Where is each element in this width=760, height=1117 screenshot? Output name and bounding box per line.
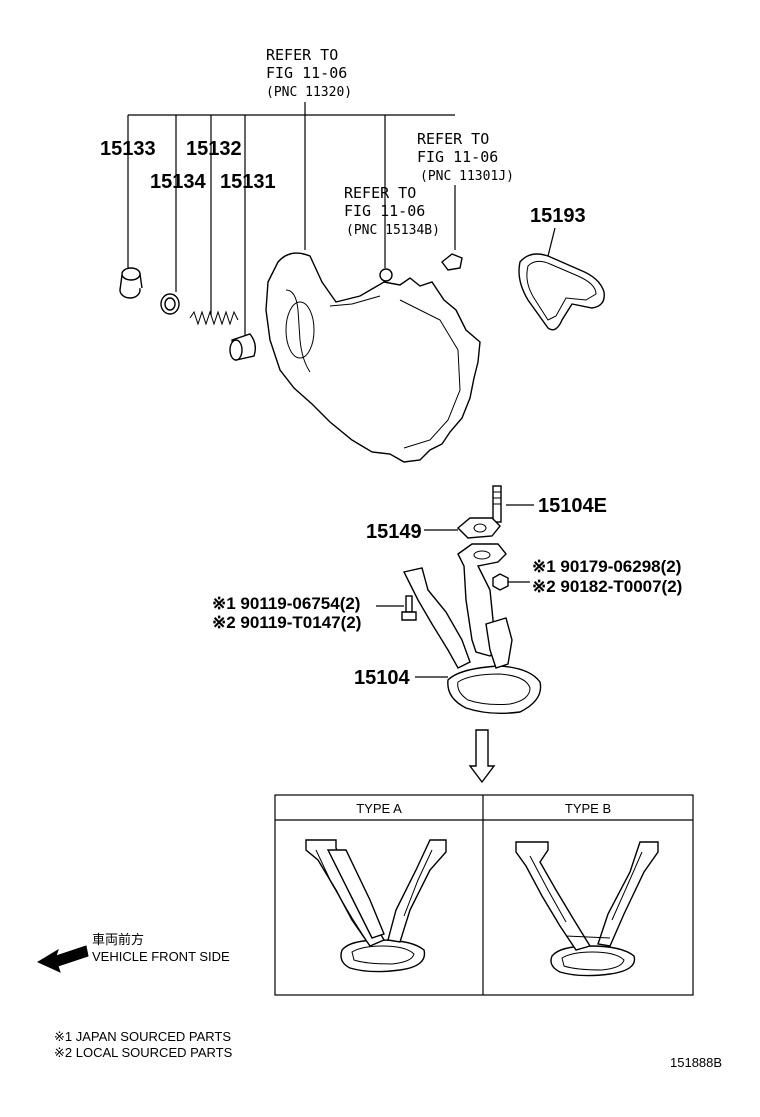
part-number-15193: 15193 — [530, 205, 586, 227]
stud-15104E — [492, 485, 502, 523]
type-a-strainer — [305, 839, 447, 973]
strainer-15104 — [402, 543, 542, 715]
ref-right-line1: REFER TO — [417, 130, 489, 148]
valve-15131 — [229, 333, 257, 361]
type-b-header: TYPE B — [565, 801, 611, 816]
ref-right-line3: (PNC 11301J) — [420, 169, 514, 184]
part-number-15131: 15131 — [220, 171, 276, 193]
ref-mid-line2: FIG 11-06 — [344, 202, 425, 220]
part-number-15104E: 15104E — [538, 495, 607, 517]
ref-top-line2: FIG 11-06 — [266, 64, 347, 82]
seal-15134 — [160, 293, 180, 315]
part-number-15149: 15149 — [366, 521, 422, 543]
plug-right — [441, 253, 463, 271]
nut — [492, 573, 509, 591]
type-a-header: TYPE A — [356, 801, 402, 816]
type-b-strainer — [515, 841, 659, 977]
plug-15133 — [119, 267, 143, 299]
part-number-15104: 15104 — [354, 667, 410, 689]
ref-top-line1: REFER TO — [266, 46, 338, 64]
bolt — [401, 595, 417, 621]
ref-right-line2: FIG 11-06 — [417, 148, 498, 166]
gasket-15149 — [456, 517, 501, 539]
down-arrow-icon — [468, 729, 496, 784]
leader-bracket-top — [127, 102, 456, 340]
spring-15132 — [189, 310, 239, 326]
note-local-sourced: ※2 LOCAL SOURCED PARTS — [54, 1045, 233, 1060]
vehicle-front-en: VEHICLE FRONT SIDE — [92, 949, 230, 964]
vehicle-front-jp: 車両前方 — [92, 932, 144, 947]
plug-mid — [379, 268, 393, 282]
ref-mid-line3: (PNC 15134B) — [346, 223, 440, 238]
part-number-15132: 15132 — [186, 138, 242, 160]
nut-part-1: ※1 90179-06298(2) — [532, 557, 681, 576]
bolt-part-1: ※1 90119-06754(2) — [212, 594, 360, 613]
part-number-15134: 15134 — [150, 171, 206, 193]
note-japan-sourced: ※1 JAPAN SOURCED PARTS — [54, 1029, 231, 1044]
nut-part-2: ※2 90182-T0007(2) — [532, 577, 682, 596]
gasket-15193 — [518, 253, 605, 331]
diagram-id: 151888B — [670, 1055, 722, 1070]
transaxle-case — [265, 252, 481, 463]
vehicle-front-arrow-icon — [36, 945, 89, 973]
ref-top-line3: (PNC 11320) — [266, 85, 352, 100]
bolt-part-2: ※2 90119-T0147(2) — [212, 613, 361, 632]
ref-mid-line1: REFER TO — [344, 184, 416, 202]
leader-15193 — [547, 227, 556, 257]
part-number-15133: 15133 — [100, 138, 156, 160]
